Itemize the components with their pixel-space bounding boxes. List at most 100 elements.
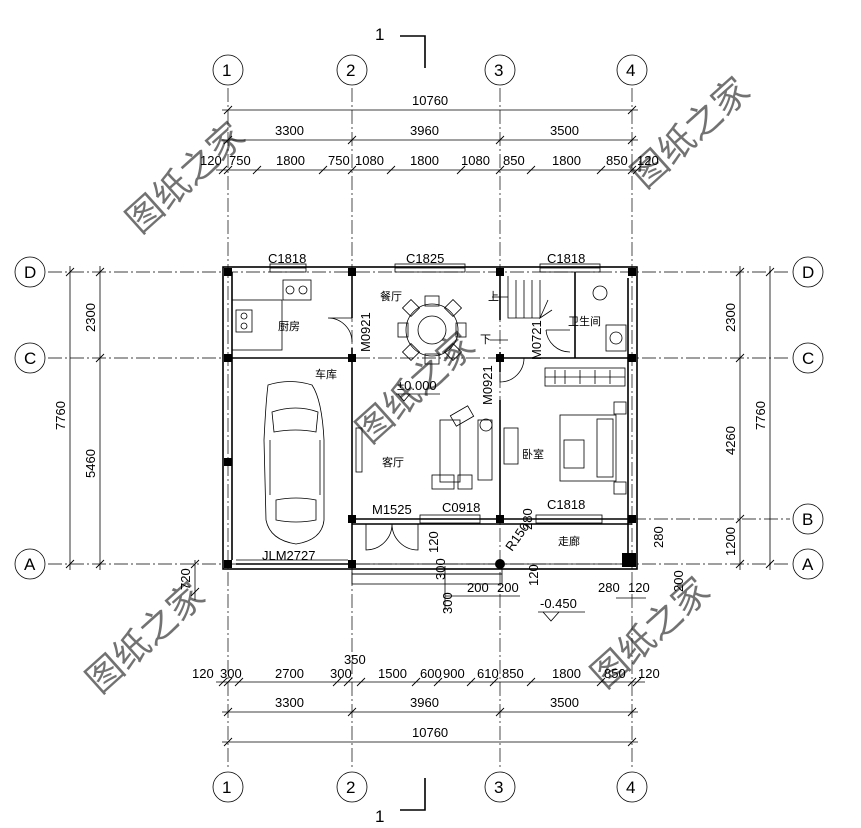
- svg-text:1800: 1800: [276, 153, 305, 168]
- walls: [222, 266, 638, 585]
- svg-text:300: 300: [220, 666, 242, 681]
- room-living: 客厅: [382, 455, 404, 469]
- svg-text:B: B: [802, 510, 813, 529]
- svg-text:A: A: [24, 555, 36, 574]
- svg-text:1080: 1080: [355, 153, 384, 168]
- svg-text:750: 750: [229, 153, 251, 168]
- svg-text:280: 280: [598, 580, 620, 595]
- svg-text:3300: 3300: [275, 123, 304, 138]
- svg-text:7760: 7760: [53, 401, 68, 430]
- window-label: C1818: [547, 251, 585, 266]
- window-label: C1818: [547, 497, 585, 512]
- svg-text:900: 900: [443, 666, 465, 681]
- svg-text:850: 850: [502, 666, 524, 681]
- svg-text:1080: 1080: [461, 153, 490, 168]
- level-marks: ±0.000 -0.450: [396, 378, 585, 622]
- stair-up-label: 上: [488, 290, 499, 303]
- section-mark-top: 1: [375, 25, 426, 68]
- svg-text:850: 850: [604, 666, 626, 681]
- svg-text:720: 720: [178, 568, 193, 590]
- svg-text:120: 120: [192, 666, 214, 681]
- room-corridor: 走廊: [558, 534, 580, 548]
- door-label: M1525: [372, 502, 412, 517]
- dim-left: 7760 2300 5460 720: [53, 266, 200, 600]
- svg-text:850: 850: [606, 153, 628, 168]
- svg-text:300: 300: [433, 558, 448, 580]
- watermark-tl: 图纸之家: [118, 114, 252, 241]
- svg-text:610: 610: [477, 666, 499, 681]
- room-bath: 卫生间: [568, 314, 601, 328]
- level-indoor: ±0.000: [397, 378, 437, 393]
- dim-bottom: 120 300 2700 300 350 1500 600 900 610 85…: [192, 652, 660, 747]
- grid-bubbles-left: D C A: [14, 256, 46, 580]
- svg-text:280: 280: [651, 526, 666, 548]
- svg-text:C: C: [24, 349, 36, 368]
- window-label: C1818: [268, 251, 306, 266]
- svg-text:1: 1: [222, 778, 231, 797]
- svg-text:3960: 3960: [410, 123, 439, 138]
- grid-bubbles-top: 1 2 3 4: [212, 54, 648, 86]
- dim-right: 2300 4260 1200 7760: [723, 266, 775, 570]
- dining-table: [397, 295, 467, 365]
- window-label: C1825: [406, 251, 444, 266]
- svg-text:200: 200: [467, 580, 489, 595]
- svg-text:280: 280: [520, 508, 535, 530]
- room-labels: 厨房 餐厅 卫生间 车库 客厅 卧室 走廊 上 下: [278, 289, 601, 548]
- svg-text:C: C: [802, 349, 814, 368]
- svg-text:350: 350: [344, 652, 366, 667]
- door-label: M0921: [358, 312, 373, 352]
- window-label: C0918: [442, 500, 480, 515]
- svg-text:7760: 7760: [753, 401, 768, 430]
- svg-text:1: 1: [375, 807, 384, 826]
- svg-text:2300: 2300: [83, 303, 98, 332]
- svg-text:3: 3: [494, 778, 503, 797]
- svg-text:3500: 3500: [550, 123, 579, 138]
- svg-text:2: 2: [346, 778, 355, 797]
- bed: [559, 401, 627, 495]
- svg-text:D: D: [24, 263, 36, 282]
- windows: [269, 263, 603, 524]
- svg-text:200: 200: [671, 570, 686, 592]
- car: [263, 381, 325, 545]
- dim-porch: 300 200 200 300 120 280 280 120 280 200 …: [426, 508, 686, 614]
- svg-text:120: 120: [637, 153, 659, 168]
- svg-text:D: D: [802, 263, 814, 282]
- doors: [236, 317, 571, 565]
- dim-top: 10760 3300 3960 3500 120 750 1800 750 10…: [200, 93, 659, 175]
- wardrobe: [544, 367, 626, 387]
- svg-text:2: 2: [346, 61, 355, 80]
- sofa-set: [431, 405, 519, 490]
- svg-text:10760: 10760: [412, 725, 448, 740]
- kitchen-fixtures: [231, 279, 312, 351]
- svg-text:300: 300: [440, 592, 455, 614]
- bath-fixtures: [592, 285, 627, 352]
- room-bedroom: 卧室: [522, 447, 544, 461]
- stair-down-label: 下: [480, 334, 491, 346]
- stair: [490, 276, 553, 341]
- grid-bubbles-right: D C B A: [792, 256, 824, 580]
- svg-text:850: 850: [503, 153, 525, 168]
- section-mark-bottom: 1: [375, 778, 426, 826]
- room-kitchen: 厨房: [278, 320, 300, 333]
- svg-text:750: 750: [328, 153, 350, 168]
- svg-text:1200: 1200: [723, 527, 738, 556]
- svg-text:120: 120: [200, 153, 222, 168]
- door-label: M0921: [480, 365, 495, 405]
- svg-text:200: 200: [497, 580, 519, 595]
- svg-text:120: 120: [628, 580, 650, 595]
- svg-text:1: 1: [222, 61, 231, 80]
- svg-text:3: 3: [494, 61, 503, 80]
- svg-text:4: 4: [626, 778, 635, 797]
- svg-text:1800: 1800: [410, 153, 439, 168]
- door-label: M0721: [529, 320, 544, 360]
- level-outdoor: -0.450: [540, 596, 577, 611]
- svg-text:2700: 2700: [275, 666, 304, 681]
- room-dining: 餐厅: [380, 289, 402, 303]
- svg-text:1800: 1800: [552, 666, 581, 681]
- svg-text:3500: 3500: [550, 695, 579, 710]
- svg-text:120: 120: [638, 666, 660, 681]
- watermark-tr: 图纸之家: [623, 69, 757, 196]
- svg-text:3960: 3960: [410, 695, 439, 710]
- svg-text:4: 4: [626, 61, 635, 80]
